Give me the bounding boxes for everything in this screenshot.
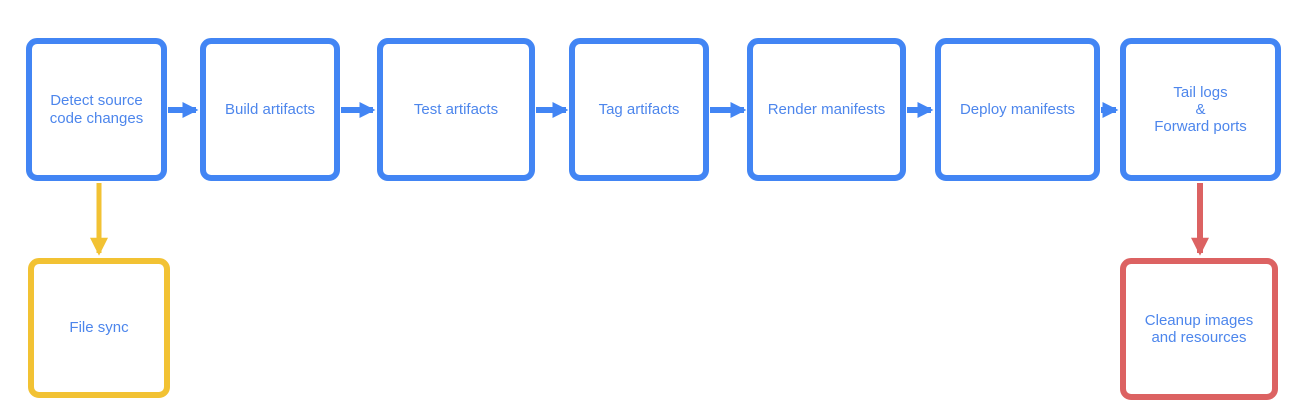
node-deploy-manifests-label: Deploy manifests bbox=[959, 100, 1076, 118]
node-detect-source-code-changes-label: Detect source code changes bbox=[49, 92, 144, 127]
node-cleanup-images-resources: Cleanup images and resources bbox=[1120, 258, 1278, 400]
node-render-manifests: Render manifests bbox=[747, 38, 906, 181]
node-tag-artifacts-label: Tag artifacts bbox=[598, 100, 680, 118]
node-tail-logs-forward-ports-label: Tail logs & Forward ports bbox=[1154, 83, 1247, 136]
node-test-artifacts-label: Test artifacts bbox=[413, 100, 499, 118]
node-render-manifests-label: Render manifests bbox=[767, 100, 886, 118]
node-test-artifacts: Test artifacts bbox=[377, 38, 535, 181]
node-tail-logs-forward-ports: Tail logs & Forward ports bbox=[1120, 38, 1281, 181]
node-file-sync-label: File sync bbox=[69, 319, 129, 337]
node-detect-source-code-changes: Detect source code changes bbox=[26, 38, 167, 181]
node-build-artifacts: Build artifacts bbox=[200, 38, 340, 181]
node-tag-artifacts: Tag artifacts bbox=[569, 38, 709, 181]
node-cleanup-images-resources-label: Cleanup images and resources bbox=[1144, 311, 1254, 346]
node-file-sync: File sync bbox=[28, 258, 170, 398]
node-deploy-manifests: Deploy manifests bbox=[935, 38, 1100, 181]
node-build-artifacts-label: Build artifacts bbox=[224, 100, 316, 118]
